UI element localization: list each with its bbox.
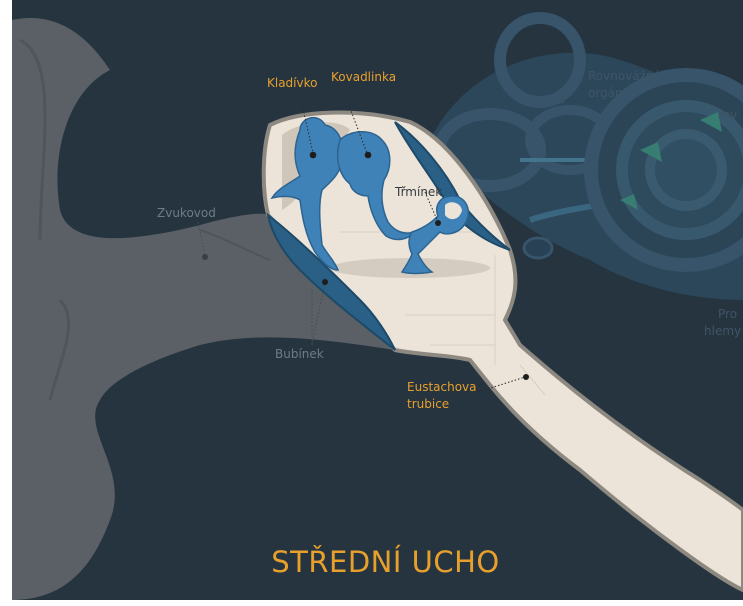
leader-lines	[299, 94, 526, 393]
label-cut-right-top: rov	[718, 108, 738, 122]
label-malleus: Kladívko	[267, 76, 318, 90]
label-vestibular-line2: orgán	[588, 86, 623, 100]
ossicles	[270, 116, 470, 275]
marker-dots	[202, 98, 565, 380]
label-eustachian-tube-line2: trubice	[407, 397, 450, 411]
inner-ear	[430, 12, 743, 300]
label-incus: Kovadlinka	[331, 70, 397, 84]
label-stapes: Třmínek	[395, 185, 443, 199]
leader-lines-muted	[197, 221, 326, 346]
bottom-white-border	[0, 600, 743, 606]
label-cut-right-mid1: Pro	[718, 307, 738, 321]
label-eustachian-tube-line1: Eustachova	[407, 380, 477, 394]
outer-ear	[12, 18, 395, 601]
label-vestibular-line1: Rovnovážný	[588, 69, 661, 83]
label-eardrum: Bubínek	[275, 347, 324, 361]
label-ear-canal: Zvukovod	[157, 206, 216, 220]
diagram-title: STŘEDNÍ UCHO	[271, 545, 500, 579]
label-cut-right-mid2: hlemy	[704, 324, 742, 338]
left-white-border	[0, 0, 12, 606]
eardrum	[266, 121, 511, 351]
